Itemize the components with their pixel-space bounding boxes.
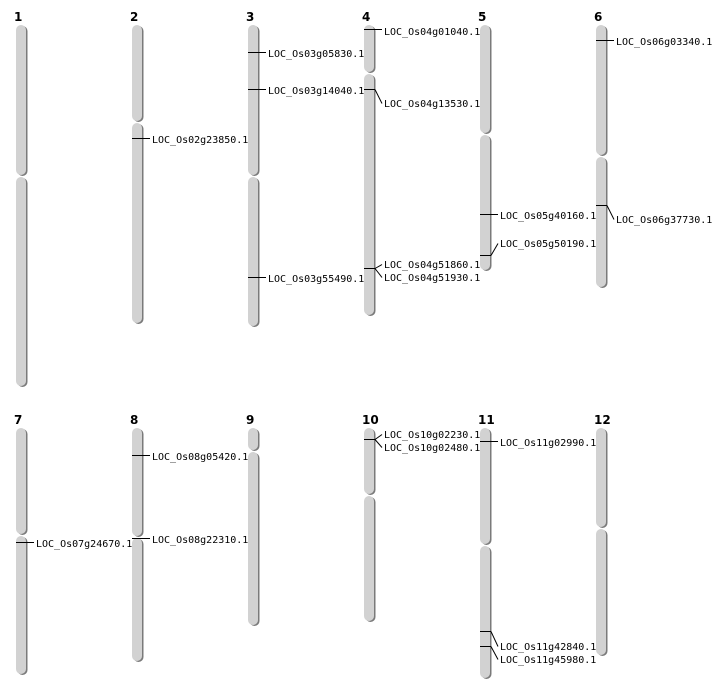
q-arm bbox=[132, 538, 142, 661]
chromosome-number: 6 bbox=[594, 10, 602, 24]
chromosome-1: 1 bbox=[14, 10, 28, 387]
marker-leader bbox=[606, 205, 615, 220]
p-arm bbox=[596, 428, 606, 527]
q-arm bbox=[248, 177, 258, 326]
marker-leader bbox=[374, 268, 383, 278]
chromosome-number: 2 bbox=[130, 10, 138, 24]
chromosome-number: 7 bbox=[14, 413, 22, 427]
marker-label: LOC_Os08g05420.1 bbox=[152, 452, 248, 463]
q-arm bbox=[248, 452, 258, 625]
chromosome-11: 11LOC_Os11g02990.1LOC_Os11g42840.1LOC_Os… bbox=[478, 413, 596, 679]
p-arm bbox=[480, 25, 490, 133]
chromosome-number: 3 bbox=[246, 10, 254, 24]
marker-leader bbox=[374, 264, 383, 269]
p-arm bbox=[132, 25, 142, 121]
p-arm bbox=[248, 25, 258, 175]
marker-label: LOC_Os07g24670.1 bbox=[36, 539, 132, 550]
chromosome-number: 11 bbox=[478, 413, 495, 427]
marker-label: LOC_Os11g42840.1 bbox=[500, 642, 596, 653]
marker-label: LOC_Os08g22310.1 bbox=[152, 535, 248, 546]
chromosome-number: 12 bbox=[594, 413, 611, 427]
p-arm bbox=[364, 25, 374, 72]
chromosome-4: 4LOC_Os04g01040.1LOC_Os04g13530.1LOC_Os0… bbox=[362, 10, 480, 316]
p-arm bbox=[364, 428, 374, 494]
marker-label: LOC_Os04g51860.1 bbox=[384, 260, 480, 271]
q-arm bbox=[364, 496, 374, 621]
marker-label: LOC_Os06g37730.1 bbox=[616, 215, 712, 226]
marker-leader bbox=[490, 646, 499, 660]
p-arm bbox=[596, 25, 606, 155]
p-arm bbox=[132, 428, 142, 536]
q-arm bbox=[596, 529, 606, 655]
chromosome-number: 8 bbox=[130, 413, 138, 427]
marker-label: LOC_Os02g23850.1 bbox=[152, 135, 248, 146]
p-arm bbox=[16, 25, 26, 175]
marker-leader bbox=[374, 89, 383, 104]
p-arm bbox=[480, 428, 490, 544]
q-arm bbox=[132, 123, 142, 323]
marker-label: LOC_Os11g45980.1 bbox=[500, 655, 596, 666]
chromosome-3: 3LOC_Os03g05830.1LOC_Os03g14040.1LOC_Os0… bbox=[246, 10, 364, 327]
marker-leader bbox=[374, 434, 383, 440]
marker-label: LOC_Os04g13530.1 bbox=[384, 99, 480, 110]
marker-label: LOC_Os05g40160.1 bbox=[500, 211, 596, 222]
chromosome-number: 9 bbox=[246, 413, 254, 427]
q-arm bbox=[480, 135, 490, 270]
marker-label: LOC_Os05g50190.1 bbox=[500, 239, 596, 250]
marker-label: LOC_Os04g01040.1 bbox=[384, 27, 480, 38]
marker-label: LOC_Os06g03340.1 bbox=[616, 37, 712, 48]
chromosome-number: 10 bbox=[362, 413, 379, 427]
chromosome-9: 9 bbox=[246, 413, 260, 626]
q-arm bbox=[16, 177, 26, 386]
chromosome-number: 4 bbox=[362, 10, 370, 24]
marker-label: LOC_Os10g02230.1 bbox=[384, 430, 480, 441]
q-arm bbox=[16, 536, 26, 674]
marker-label: LOC_Os11g02990.1 bbox=[500, 438, 596, 449]
marker-leader bbox=[490, 631, 499, 647]
p-arm bbox=[16, 428, 26, 534]
marker-leader bbox=[490, 243, 499, 256]
marker-label: LOC_Os10g02480.1 bbox=[384, 443, 480, 454]
marker-label: LOC_Os03g55490.1 bbox=[268, 274, 364, 285]
p-arm bbox=[248, 428, 258, 450]
chromosome-number: 5 bbox=[478, 10, 486, 24]
marker-label: LOC_Os04g51930.1 bbox=[384, 273, 480, 284]
marker-label: LOC_Os03g05830.1 bbox=[268, 49, 364, 60]
marker-label: LOC_Os03g14040.1 bbox=[268, 86, 364, 97]
q-arm bbox=[480, 546, 490, 678]
chromosome-number: 1 bbox=[14, 10, 22, 24]
q-arm bbox=[364, 74, 374, 315]
chromosome-12: 12 bbox=[594, 413, 611, 656]
q-arm bbox=[596, 157, 606, 287]
marker-leader bbox=[374, 439, 383, 448]
